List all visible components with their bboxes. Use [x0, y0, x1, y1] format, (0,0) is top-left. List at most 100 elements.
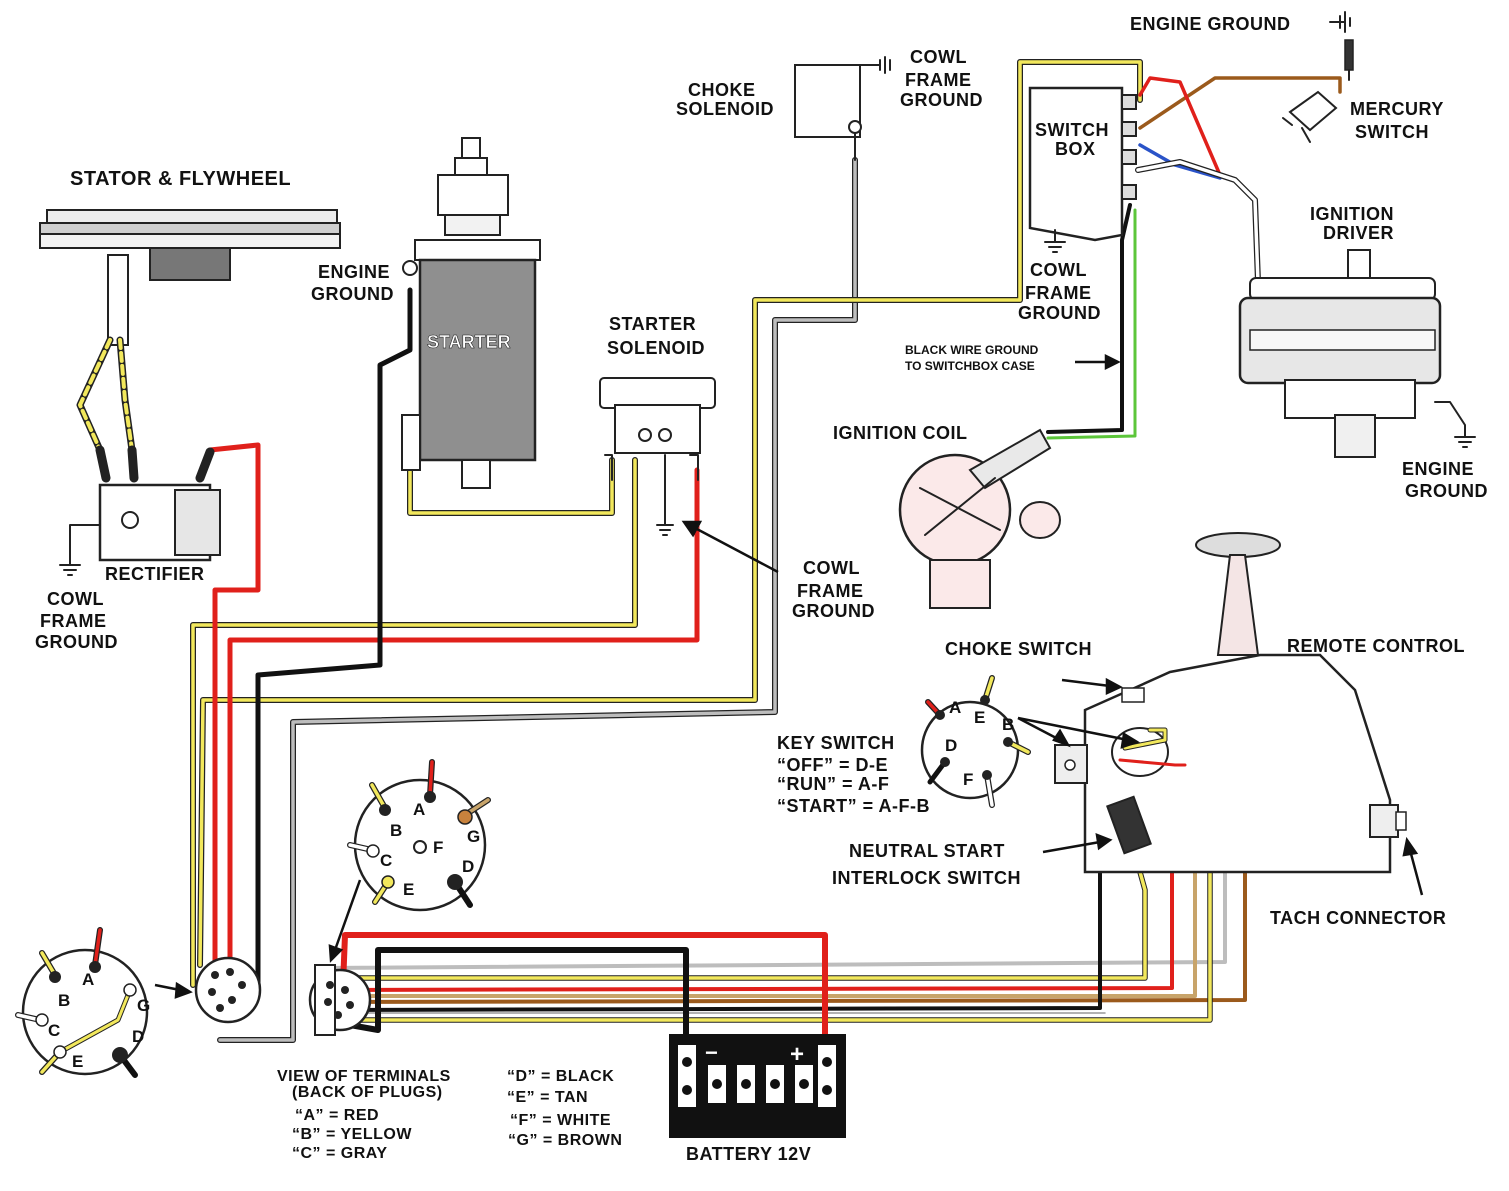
pin-letters: A B C D E F G A B C D E G A B D E F	[48, 698, 1014, 1071]
cowl-ground-switchbox-label-3: GROUND	[1018, 303, 1101, 323]
black-wire-note-1: BLACK WIRE GROUND	[905, 343, 1039, 357]
switch-box	[1028, 86, 1137, 253]
key-switch-pin-e: E	[974, 708, 985, 727]
rectifier-red-wire	[207, 442, 261, 968]
stator-flywheel-label: STATOR & FLYWHEEL	[70, 168, 291, 190]
key-switch-label-2: “OFF” = D-E	[777, 755, 888, 775]
key-switch-label-4: “START” = A-F-B	[777, 796, 930, 816]
choke-solenoid-label-1: CHOKE	[688, 80, 756, 100]
engine-ground-starter-label-2: GROUND	[311, 284, 394, 304]
engine-ground-symbol-top	[1329, 11, 1354, 81]
switch-box-label-2: BOX	[1055, 139, 1096, 159]
battery: − +	[669, 1034, 846, 1138]
plug-large-pin-e: E	[403, 880, 414, 899]
pointer-arrows	[154, 353, 1424, 999]
cowl-ground-switchbox-label-2: FRAME	[1025, 283, 1092, 303]
cowl-ground-choke-label-3: GROUND	[900, 90, 983, 110]
starter-yellow-wire-fill	[408, 458, 614, 515]
plug-left	[15, 927, 149, 1078]
legend-right-d: “D” = BLACK	[507, 1068, 614, 1085]
cowl-ground-solenoid-label-3: GROUND	[792, 601, 875, 621]
rectifier-label: RECTIFIER	[105, 564, 205, 584]
legend-right-e: “E” = TAN	[507, 1089, 588, 1106]
cowl-ground-choke-label-1: COWL	[910, 47, 967, 67]
battery-plus-label: +	[790, 1041, 804, 1068]
legend-left-a: “A” = RED	[295, 1107, 379, 1124]
battery-red-cable	[340, 932, 828, 1048]
key-switch-label-1: KEY SWITCH	[777, 733, 895, 753]
ignition-driver-label-2: DRIVER	[1323, 223, 1394, 243]
cowl-ground-solenoid-label-1: COWL	[803, 558, 860, 578]
key-switch-label-3: “RUN” = A-F	[777, 774, 889, 794]
plug-left-pin-c: C	[48, 1021, 60, 1040]
driver-white-wire-fill	[1136, 160, 1260, 284]
battery-label: BATTERY 12V	[686, 1144, 811, 1164]
key-switch	[920, 675, 1031, 808]
plug-left-pin-b: B	[58, 991, 70, 1010]
plug-large-pin-g: G	[467, 827, 480, 846]
legend-left-c: “C” = GRAY	[292, 1145, 388, 1162]
labels: STATOR & FLYWHEEL RECTIFIER COWL FRAME G…	[35, 14, 1488, 1164]
starter-label: STARTER	[427, 332, 511, 352]
ignition-driver-label-1: IGNITION	[1310, 204, 1394, 224]
cowl-ground-solenoid-label-2: FRAME	[797, 581, 864, 601]
terminals-view-label-1: VIEW OF TERMINALS	[277, 1068, 451, 1085]
legend-right-f: “F” = WHITE	[510, 1112, 611, 1129]
cowl-ground-choke-label-2: FRAME	[905, 70, 972, 90]
plug-left-pin-e: E	[72, 1052, 83, 1071]
tach-connector-label: TACH CONNECTOR	[1270, 908, 1446, 928]
cowl-ground-left-label-1: COWL	[47, 589, 104, 609]
mercury-switch-label-2: SWITCH	[1355, 122, 1429, 142]
plug-left-pin-a: A	[82, 970, 94, 989]
terminals-view-label-2: (BACK OF PLUGS)	[292, 1084, 443, 1101]
ignition-coil-label: IGNITION COIL	[833, 423, 968, 443]
solenoid-red-wire	[227, 467, 700, 968]
mercury-switch-label-1: MERCURY	[1350, 99, 1444, 119]
switchbox-yellow-wire-fill	[198, 60, 1142, 967]
neutral-start-label-2: INTERLOCK SWITCH	[832, 868, 1021, 888]
engine-ground-driver-label-2: GROUND	[1405, 481, 1488, 501]
battery-black-cable	[347, 947, 689, 1048]
switch-box-label-1: SWITCH	[1035, 120, 1109, 140]
rectifier	[59, 445, 221, 576]
connector-harness	[308, 964, 372, 1036]
solenoid-yellow-wire-fill	[191, 458, 637, 987]
stator-flywheel	[39, 209, 341, 454]
starter-yellow-wire	[407, 457, 615, 516]
driver-white-wire	[1135, 159, 1261, 285]
choke-solenoid-label-2: SOLENOID	[676, 99, 774, 119]
key-switch-pin-a: A	[949, 698, 961, 717]
key-switch-pin-f: F	[963, 770, 973, 789]
plug-large-pin-c: C	[380, 851, 392, 870]
plug-left-pin-d: D	[132, 1027, 144, 1046]
choke-gray-wire-fill	[218, 158, 857, 1042]
switchbox-red-wire	[1138, 76, 1222, 177]
neutral-start-label-1: NEUTRAL START	[849, 841, 1005, 861]
remote-control-label: REMOTE CONTROL	[1287, 636, 1465, 656]
starter-solenoid	[599, 377, 716, 536]
remote-control	[1054, 532, 1407, 874]
mercury-switch	[1282, 90, 1338, 143]
engine-ground-starter-label-1: ENGINE	[318, 262, 390, 282]
mercury-brown-wire	[1138, 76, 1342, 130]
connector-mid	[194, 956, 262, 1024]
plug-large-pin-a: A	[413, 800, 425, 819]
battery-minus-label: −	[705, 1040, 718, 1065]
key-switch-pin-b: B	[1002, 715, 1014, 734]
cowl-ground-left-label-2: FRAME	[40, 611, 107, 631]
legend-left-b: “B” = YELLOW	[292, 1126, 412, 1143]
choke-switch-label: CHOKE SWITCH	[945, 639, 1092, 659]
ignition-coil	[898, 428, 1061, 609]
plug-large-pin-b: B	[390, 821, 402, 840]
ignition-driver	[1238, 249, 1476, 458]
plug-left-pin-g: G	[137, 996, 150, 1015]
cowl-ground-switchbox-label-1: COWL	[1030, 260, 1087, 280]
starter-solenoid-label-2: SOLENOID	[607, 338, 705, 358]
plug-large-pin-f: F	[433, 838, 443, 857]
wiring-harness	[190, 59, 1373, 1048]
engine-ground-driver-label-1: ENGINE	[1402, 459, 1474, 479]
switchbox-black-wire	[1046, 203, 1132, 434]
engine-ground-top-label: ENGINE GROUND	[1130, 14, 1291, 34]
starter-solenoid-label-1: STARTER	[609, 314, 696, 334]
